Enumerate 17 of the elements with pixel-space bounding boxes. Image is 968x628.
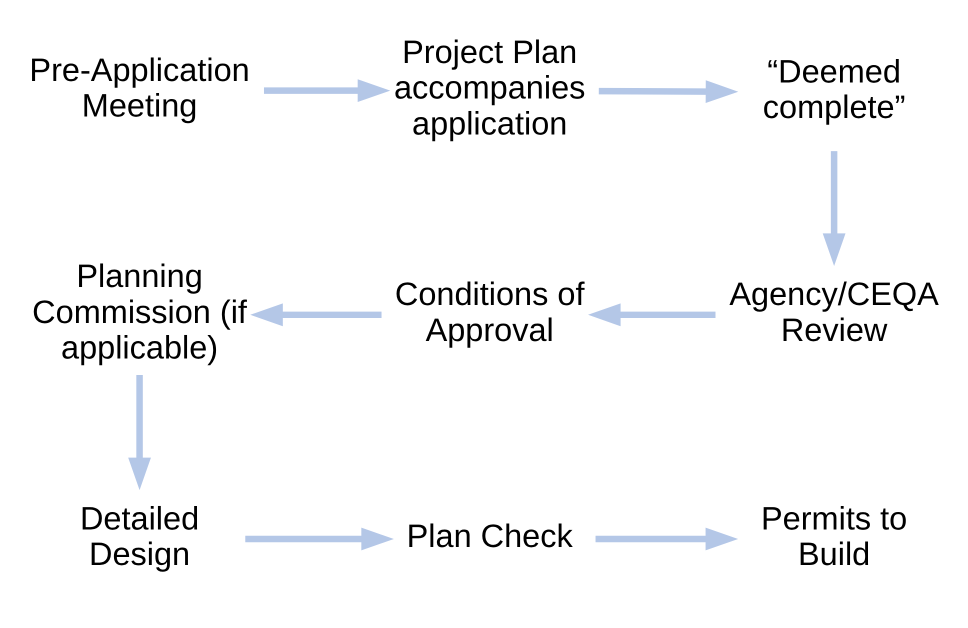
node-text: Detailed Design — [80, 500, 200, 572]
node-text: Planning Commission (if applicable) — [32, 258, 247, 366]
arrow — [596, 528, 738, 550]
arrow — [250, 303, 382, 326]
arrow — [264, 79, 390, 102]
node-text: Plan Check — [406, 518, 573, 554]
node-text: Project Plan accompanies application — [394, 34, 586, 142]
node-text: “Deemed complete” — [762, 53, 906, 126]
arrow — [128, 374, 151, 490]
node-text: Pre-Application Meeting — [29, 52, 250, 124]
arrow — [245, 528, 394, 550]
node-text: Permits to Build — [761, 500, 908, 572]
arrow — [822, 151, 846, 266]
node-text: Agency/CEQA Review — [729, 276, 939, 348]
node-text: Conditions of Approval — [394, 276, 584, 348]
arrow — [588, 303, 716, 326]
arrow — [598, 80, 738, 104]
